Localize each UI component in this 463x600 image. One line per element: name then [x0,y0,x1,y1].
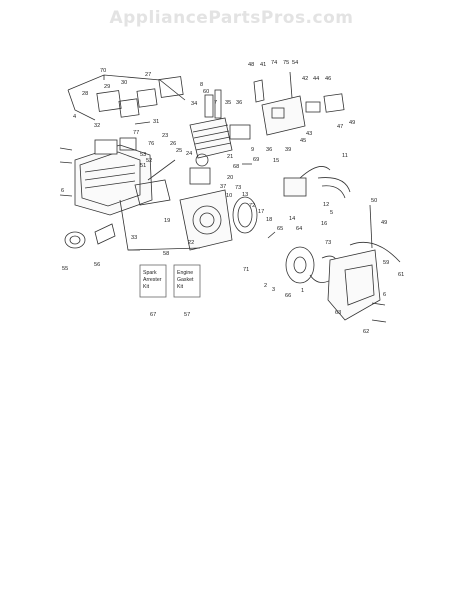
callout: 23 [162,133,168,139]
callout: 36 [266,147,272,153]
callout: 3 [272,287,275,293]
callout: 51 [140,163,146,169]
callout: 5 [330,210,333,216]
callout: 71 [243,267,249,273]
callout: 12 [323,202,329,208]
callout: 77 [133,130,139,136]
callout: 22 [188,240,194,246]
callout: 55 [62,266,68,272]
callout: 24 [186,151,192,157]
callout: 36 [236,100,242,106]
callout: 16 [321,221,327,227]
callout: 42 [302,76,308,82]
callout: 29 [104,84,110,90]
gasket-kit-number: 57 [184,312,190,318]
spark-arrester-kit-box [139,264,167,298]
callout: 30 [121,80,127,86]
callout: 44 [313,76,319,82]
callout: 18 [266,217,272,223]
callout: 2 [264,283,267,289]
callout: 9 [251,147,254,153]
callout: 47 [337,124,343,130]
callout: 4 [73,114,76,120]
callout: 25 [176,148,182,154]
callout: 10 [226,193,232,199]
callout: 65 [277,226,283,232]
callout: 14 [289,216,295,222]
callout: 52 [146,158,152,164]
callout: 15 [273,158,279,164]
callout: 69 [253,157,259,163]
callout: 53 [140,152,146,158]
callout: 72 [249,203,255,209]
callout: 64 [296,226,302,232]
callout: 49 [349,120,355,126]
gasket-kit-line3: Kit [177,284,184,290]
callout: 62 [363,329,369,335]
callout: 28 [82,91,88,97]
callout: 37 [220,184,226,190]
callout: 63 [335,310,341,316]
callout: 73 [325,240,331,246]
callout: 6 [61,188,64,194]
callout: 66 [285,293,291,299]
callout: 13 [242,192,248,198]
callout: 76 [148,141,154,147]
callout: 56 [94,262,100,268]
callout: 26 [170,141,176,147]
watermark: AppliancePartsPros.com [109,8,354,28]
callout: 43 [306,131,312,137]
spark-kit-number: 67 [150,312,156,318]
callout: 19 [164,218,170,224]
callout: 74 [271,60,277,66]
spark-kit-line3: Kit [143,284,150,290]
callout: 58 [163,251,169,257]
callout: 39 [285,147,291,153]
callout: 73 [235,185,241,191]
engine-gasket-kit-box [173,264,201,298]
callout: 75 [283,60,289,66]
spark-kit-line2: Arrester [143,277,162,283]
callout: 61 [398,272,404,278]
callout: 70 [100,68,106,74]
callout: 32 [94,123,100,129]
callout: 7 [214,100,217,106]
callout: 35 [225,100,231,106]
callout: 46 [325,76,331,82]
spark-kit-line1: Spark [143,270,157,276]
callout: 11 [342,153,348,159]
callout: 17 [258,209,264,215]
callout: 49 [381,220,387,226]
callout: 41 [260,62,266,68]
callout: 27 [145,72,151,78]
callout: 54 [292,60,298,66]
callout: 50 [371,198,377,204]
callout: 21 [227,154,233,160]
callout: 1 [301,288,304,294]
callout: 48 [248,62,254,68]
callout: 8 [200,82,203,88]
gasket-kit-line1: Engine [177,270,193,276]
gasket-kit-line2: Gasket [177,277,194,283]
callout: 45 [300,138,306,144]
callout: 60 [203,89,209,95]
callout: 33 [131,235,137,241]
callout: 6 [383,292,386,298]
callout: 34 [191,101,197,107]
callout: 31 [153,119,159,125]
callout: 68 [233,164,239,170]
callout-numbers: 70 27 30 29 28 32 31 8 60 34 7 35 36 48 … [61,60,404,335]
callout: 59 [383,260,389,266]
callout: 20 [227,175,233,181]
